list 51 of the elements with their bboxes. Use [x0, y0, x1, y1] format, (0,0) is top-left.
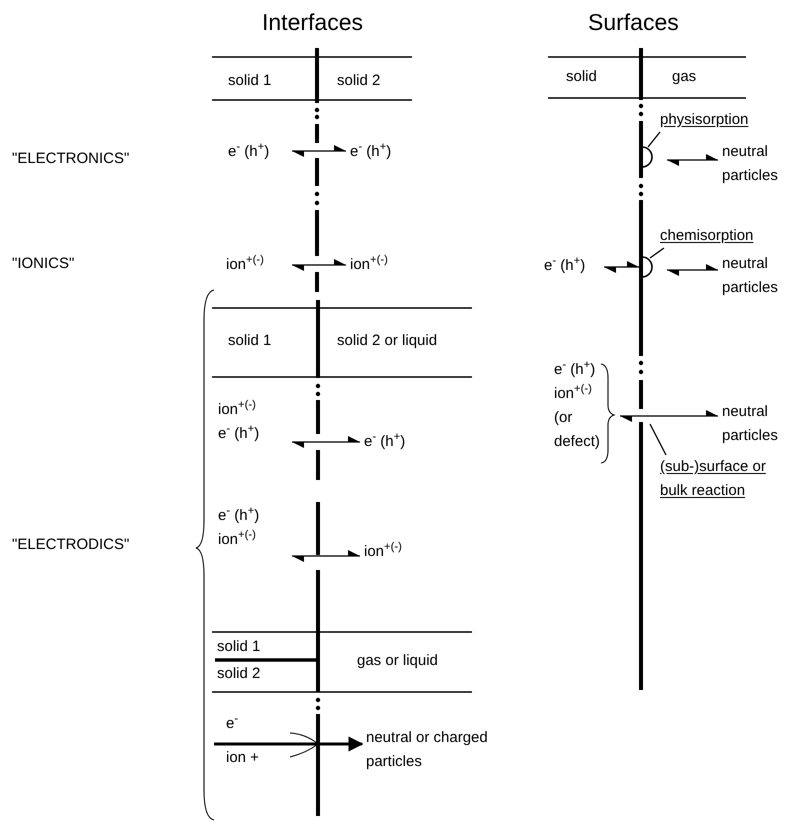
species-label: ion$^{+(-)}$ [350, 253, 389, 275]
species-label: e$^{-}$ [226, 712, 240, 734]
column-heading: Surfaces [588, 8, 679, 37]
species-label: ion$^{+(-)}$ [226, 253, 265, 275]
adsorption-bump [642, 146, 653, 168]
species-label: e$^{-}$ (h$^{+}$) [554, 358, 596, 380]
leader-line [650, 247, 664, 259]
phase-label: solid 2 or liquid [337, 332, 438, 351]
category-label: "ELECTRODICS" [12, 536, 130, 555]
equilibrium-arrow [292, 550, 360, 562]
equilibrium-arrow [667, 154, 718, 166]
species-label: e$^{-}$ (h$^{+}$) [218, 422, 260, 444]
leader-line [649, 424, 667, 456]
phase-label: solid 1 [228, 72, 272, 91]
phase-label: solid 1 [228, 332, 272, 351]
species-label: ion$^{+(-)}$ [554, 382, 593, 404]
process-label: chemisorption [659, 226, 754, 246]
species-label: e$^{-}$ (h$^{+}$) [544, 254, 586, 276]
species-label: e$^{-}$ (h$^{+}$) [228, 140, 270, 162]
equilibrium-arrow [604, 261, 639, 273]
equilibrium-arrow [667, 264, 718, 276]
species-label: ion$^{+(-)}$ [218, 528, 257, 550]
arrow [280, 736, 364, 752]
equilibrium-arrow [620, 410, 718, 422]
species-label: neutral particles [722, 254, 779, 298]
species-label: ion$^{+(-)}$ [364, 540, 403, 562]
species-label: ion$^{+(-)}$ [218, 398, 257, 420]
process-label: (sub-)surface or bulk reaction [659, 457, 767, 501]
species-label: ion + [226, 748, 260, 768]
phase-label: solid [566, 68, 597, 87]
equilibrium-arrow [292, 145, 346, 157]
species-label: neutral particles [722, 402, 779, 446]
species-label: e$^{-}$ (h$^{+}$) [364, 430, 406, 452]
column-heading: Interfaces [262, 8, 363, 37]
phase-label: gas or liquid [357, 652, 438, 671]
species-label: (or defect) [554, 408, 601, 452]
species-label: neutral or charged particles [366, 728, 489, 772]
category-label: "IONICS" [12, 255, 74, 274]
equilibrium-arrow [292, 259, 346, 271]
leader-line [648, 132, 660, 148]
phase-label: solid 2 [217, 665, 260, 684]
equilibrium-arrow [292, 436, 360, 448]
species-label: e$^{-}$ (h$^{+}$) [218, 504, 260, 526]
adsorption-bump [642, 256, 653, 278]
species-label: e$^{-}$ (h$^{+}$) [350, 140, 392, 162]
category-label: "ELECTRONICS" [12, 150, 130, 169]
phase-label: solid 2 [337, 72, 380, 91]
process-label: physisorption [659, 110, 750, 130]
phase-label: solid 1 [217, 638, 260, 657]
phase-label: gas [672, 68, 696, 87]
species-label: neutral particles [722, 142, 779, 186]
